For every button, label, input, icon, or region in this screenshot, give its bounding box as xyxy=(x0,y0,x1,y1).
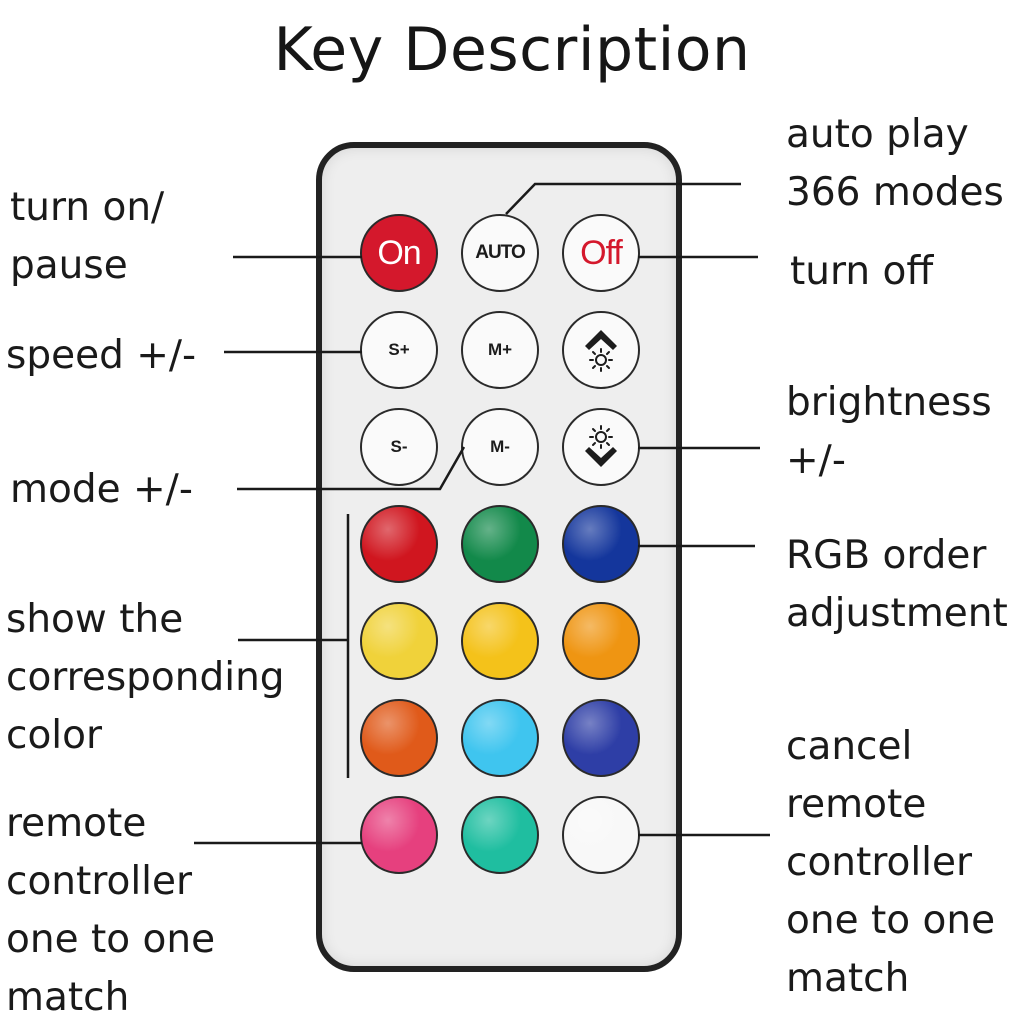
label-turn-on-pause: turn on/ pause xyxy=(10,185,165,288)
label-brightness: brightness +/- xyxy=(786,380,992,483)
label-speed: speed +/- xyxy=(6,333,197,378)
off-button[interactable]: Off xyxy=(562,214,640,292)
mode-down-label: M- xyxy=(490,437,510,456)
diagram-title: Key Description xyxy=(273,15,751,85)
brightness-up-button[interactable] xyxy=(562,311,640,389)
speed-down-label: S- xyxy=(390,437,408,456)
brightness-down-icon xyxy=(585,425,617,467)
label-turn-off: turn off xyxy=(790,249,934,294)
speed-up-button[interactable]: S+ xyxy=(360,311,438,389)
label-mode: mode +/- xyxy=(10,467,193,512)
label-show-color: show the corresponding color xyxy=(6,597,285,758)
off-button-label: Off xyxy=(580,233,623,272)
on-button-label: On xyxy=(377,233,421,272)
speed-down-button[interactable]: S- xyxy=(360,408,438,486)
color-key-yellow[interactable] xyxy=(461,602,539,680)
match-key-pink[interactable] xyxy=(360,796,438,874)
mode-up-button[interactable]: M+ xyxy=(461,311,539,389)
color-key-indigo[interactable] xyxy=(562,699,640,777)
leader-mode xyxy=(237,446,466,491)
mode-up-label: M+ xyxy=(487,340,513,359)
label-rgb-order: RGB order adjustment xyxy=(786,533,1008,636)
color-key-orange[interactable] xyxy=(562,602,640,680)
speed-up-label: S+ xyxy=(388,340,410,359)
color-key-light-yellow[interactable] xyxy=(360,602,438,680)
label-auto-play: auto play 366 modes xyxy=(786,112,1004,215)
color-key-green[interactable] xyxy=(461,505,539,583)
mode-down-button[interactable]: M- xyxy=(461,408,539,486)
color-key-blue[interactable] xyxy=(562,505,640,583)
brightness-down-button[interactable] xyxy=(562,408,640,486)
color-key-cyan[interactable] xyxy=(461,699,539,777)
color-key-red[interactable] xyxy=(360,505,438,583)
leader-auto-play xyxy=(505,182,741,215)
auto-button-label: AUTO xyxy=(475,242,525,263)
auto-button[interactable]: AUTO xyxy=(461,214,539,292)
cancel-match-key-white[interactable] xyxy=(562,796,640,874)
color-key-dark-orange[interactable] xyxy=(360,699,438,777)
label-remote-match: remote controller one to one match xyxy=(6,801,216,1020)
brightness-up-icon xyxy=(585,330,617,372)
on-button[interactable]: On xyxy=(360,214,438,292)
label-cancel-match: cancel remote controller one to one matc… xyxy=(786,724,996,1001)
color-key-teal[interactable] xyxy=(461,796,539,874)
